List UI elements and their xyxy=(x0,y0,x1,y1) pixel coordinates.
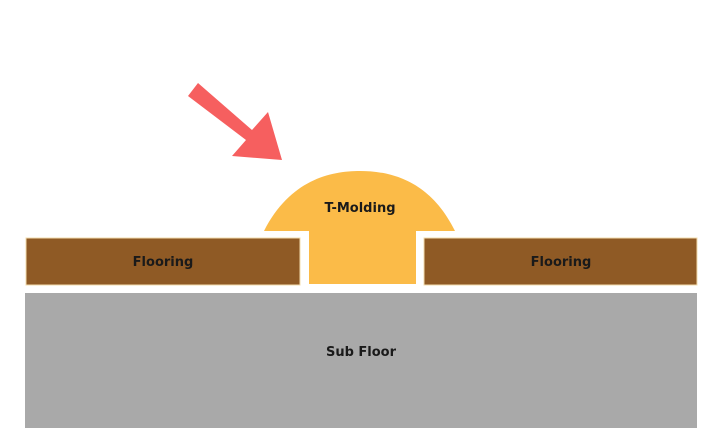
sub-floor xyxy=(25,293,697,428)
t-molding-label: T-Molding xyxy=(325,201,396,216)
flooring-right xyxy=(423,237,698,286)
flooring-left xyxy=(25,237,301,286)
t-molding xyxy=(264,171,455,284)
flooring-left-label: Flooring xyxy=(133,255,194,270)
sub-floor-label: Sub Floor xyxy=(326,345,397,360)
flooring-right-label: Flooring xyxy=(531,255,592,270)
arrow-down-right-icon xyxy=(188,83,282,160)
